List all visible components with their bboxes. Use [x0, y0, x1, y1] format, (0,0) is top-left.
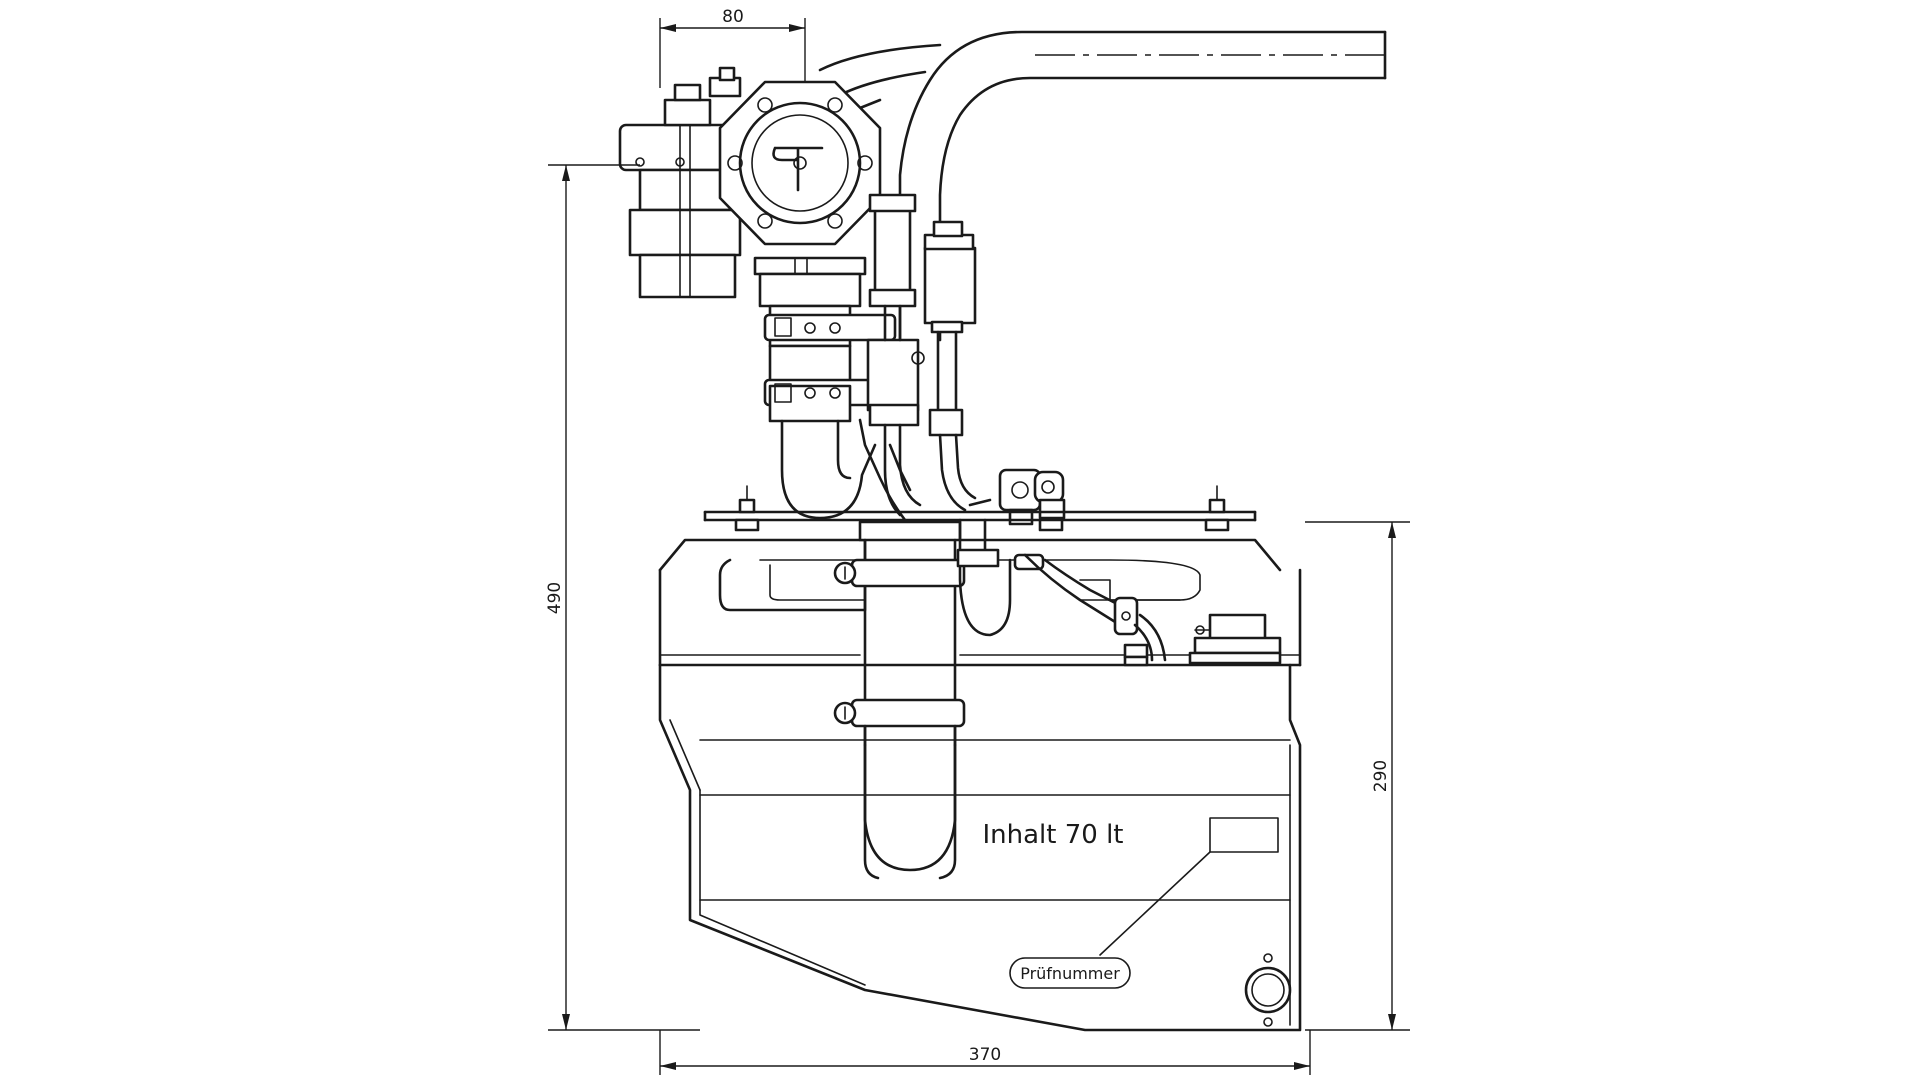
- tank-top-plate: [703, 485, 1257, 532]
- flange-bolts: [727, 97, 873, 229]
- dim-left-value: 490: [545, 582, 565, 614]
- label-area: Prüfnummer Inhalt 70 lt: [982, 817, 1279, 989]
- drain-plug: [1244, 953, 1292, 1027]
- test-number-label: Prüfnummer: [1020, 964, 1120, 983]
- pump-flange: [718, 80, 882, 308]
- dim-right-value: 290: [1371, 760, 1391, 792]
- dimension-top: 80: [659, 7, 806, 88]
- inner-hoses: [956, 518, 1167, 667]
- dimension-left: 490: [545, 164, 700, 1031]
- dimension-right: 290: [1305, 521, 1410, 1031]
- filler-cap: [618, 66, 742, 299]
- dimension-bottom: 370: [659, 1030, 1311, 1075]
- main-hose: [763, 304, 912, 522]
- vent-lines: [866, 193, 977, 517]
- level-sender: [1188, 613, 1282, 665]
- dim-bottom-value: 370: [969, 1045, 1001, 1065]
- test-number-oval: [1009, 957, 1131, 989]
- tank-body: [658, 538, 1302, 1032]
- capacity-label: Inhalt 70 lt: [982, 820, 1123, 850]
- dim-top-value: 80: [722, 7, 744, 27]
- fill-tube: [833, 520, 966, 880]
- elbow-fitting: [968, 468, 1066, 526]
- type-plate: [1209, 817, 1279, 853]
